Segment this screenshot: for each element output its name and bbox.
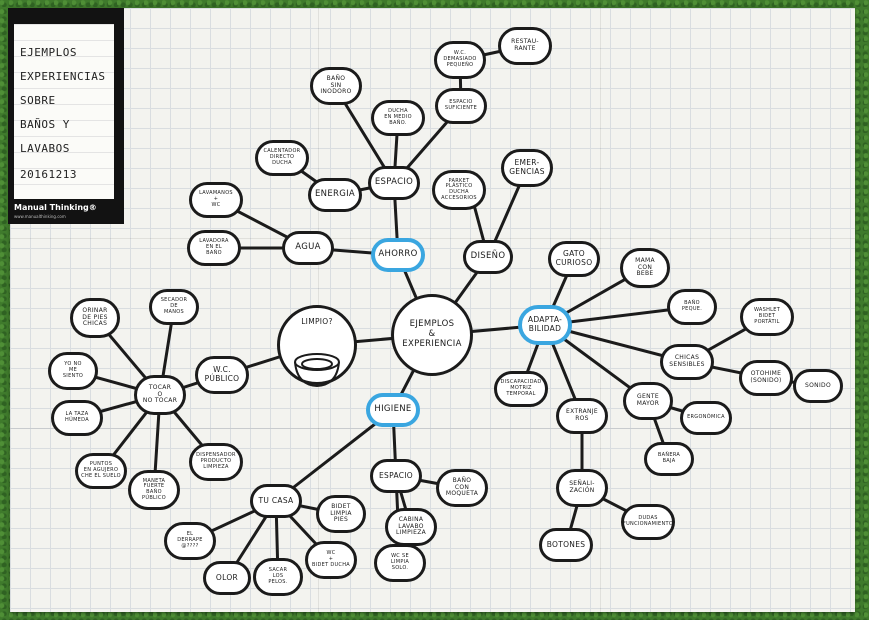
node-wc-publico: W.C. PÚBLICO [195, 356, 249, 394]
node-higiene: HIGIENE [366, 393, 420, 427]
node-agua: AGUA [282, 231, 334, 265]
node-maneta: MANETA FUERTE BAÑO PÚBLICO [128, 470, 180, 510]
node-dispensador: DISPENSADOR PRODUCTO LIMPIEZA [189, 443, 243, 481]
node-sacar-pelos: SACAR LOS PELOS. [253, 558, 303, 596]
title-line: LAVABOS [20, 142, 70, 155]
node-orinar: ORINAR DE PIES CHICAS [70, 298, 120, 338]
node-restaurante: RESTAU- RANTE [498, 27, 552, 65]
node-el-derrape: EL DERRAPE @???? [164, 522, 216, 560]
node-washlet: WASHLET BIDET PORTÁTIL [740, 298, 794, 336]
paper-fold [10, 238, 855, 239]
node-espacio-suficiente: ESPACIO SUFICIENTE [435, 88, 487, 124]
node-diseno: DISEÑO [463, 240, 513, 274]
title-line: EXPERIENCIAS [20, 70, 106, 83]
node-parkett: PARKET PLÁSTICO DUCHA ACCESORIOS [432, 170, 486, 210]
node-mama-bebe: MAMA CON BEBE [620, 248, 670, 288]
node-otohime: OTOHIME (SONIDO) [739, 360, 793, 396]
node-taza-humeda: LA TAZA HÚMEDA [51, 400, 103, 436]
node-espacio-top: ESPACIO [368, 166, 420, 200]
node-ahorro: AHORRO [371, 238, 425, 272]
node-gato: GATO CURIOSO [548, 241, 600, 277]
node-ducha-medio: DUCHA EN MEDIO BAÑO. [371, 100, 425, 136]
node-sonido: SONIDO [793, 369, 843, 403]
node-senalizacion: SEÑALI- ZACIÓN [556, 469, 608, 507]
node-ergonomica: ERGONÓMICA [680, 401, 732, 435]
node-yo-no-me-siento: YO NO ME SIENTO [48, 352, 98, 390]
node-discapacidad: DISCAPACIDAD MOTRIZ TEMPORAL [494, 371, 548, 407]
node-wc-limpia-solo: WC SE LIMPIA SOLO. [374, 544, 426, 582]
node-energia: ENERGIA [308, 178, 362, 212]
node-tocar: TOCAR O NO TOCAR [134, 375, 186, 415]
node-tu-casa: TU CASA [250, 484, 302, 518]
node-banera-baja: BAÑERA BAJA [644, 442, 694, 476]
node-gente-mayor: GENTE MAYOR [623, 382, 673, 420]
node-wc-pequeno: W.C. DEMASIADO PEQUEÑO [434, 41, 486, 79]
node-ejemplos-experiencia: EJEMPLOS & EXPERIENCIA [391, 294, 473, 376]
brand-logo: Manual Thinking® [14, 203, 97, 212]
node-emergencias: EMER- GENCIAS [501, 149, 553, 187]
paper-fold [600, 8, 601, 612]
paper-fold [10, 428, 855, 429]
node-bidet-limpia: BIDET LIMPIA PIES [316, 495, 366, 533]
date-line: 20161213 [20, 168, 77, 181]
node-espacio-bottom: ESPACIO [370, 459, 422, 493]
node-secador: SECADOR DE MANOS [149, 289, 199, 325]
node-lavamanos-wc: LAVAMANOS + WC [189, 182, 243, 218]
title-line: BAÑOS Y [20, 118, 70, 131]
node-bano-moqueta: BAÑO CON MOQUETA [436, 469, 488, 507]
node-adaptabilidad: ADAPTA- BILIDAD [518, 305, 572, 345]
node-extranjeros: EXTRANJE ROS [556, 398, 608, 434]
node-limpio: LIMPIO? [277, 305, 357, 385]
node-wc-bidet: WC + BIDET DUCHA [305, 541, 357, 579]
brand-url: www.manualthinking.com [14, 214, 66, 219]
node-olor: OLOR [203, 561, 251, 595]
node-puntos-agujero: PUNTOS EN AGUJERO CHE EL SUELO [75, 453, 127, 489]
node-lavadora: LAVADORA EN EL BAÑO [187, 230, 241, 266]
node-botones: BOTONES [539, 528, 593, 562]
node-bano-pequeno: BAÑO PEQUE. [667, 289, 717, 325]
node-dudas: DUDAS FUNCIONAMIENTO [621, 504, 675, 540]
node-bano-sin-inodoro: BAÑO SIN INODORO [310, 67, 362, 105]
node-calentador: CALENTADOR DIRECTO DUCHA [255, 140, 309, 176]
title-card: EJEMPLOS EXPERIENCIAS SOBRE BAÑOS Y LAVA… [14, 24, 114, 199]
node-cabina: CABINA LAVABO LIMPIEZA [385, 508, 437, 546]
title-line: SOBRE [20, 94, 56, 107]
title-line: EJEMPLOS [20, 46, 77, 59]
node-chicas-sensibles: CHICAS SENSIBLES [660, 344, 714, 380]
